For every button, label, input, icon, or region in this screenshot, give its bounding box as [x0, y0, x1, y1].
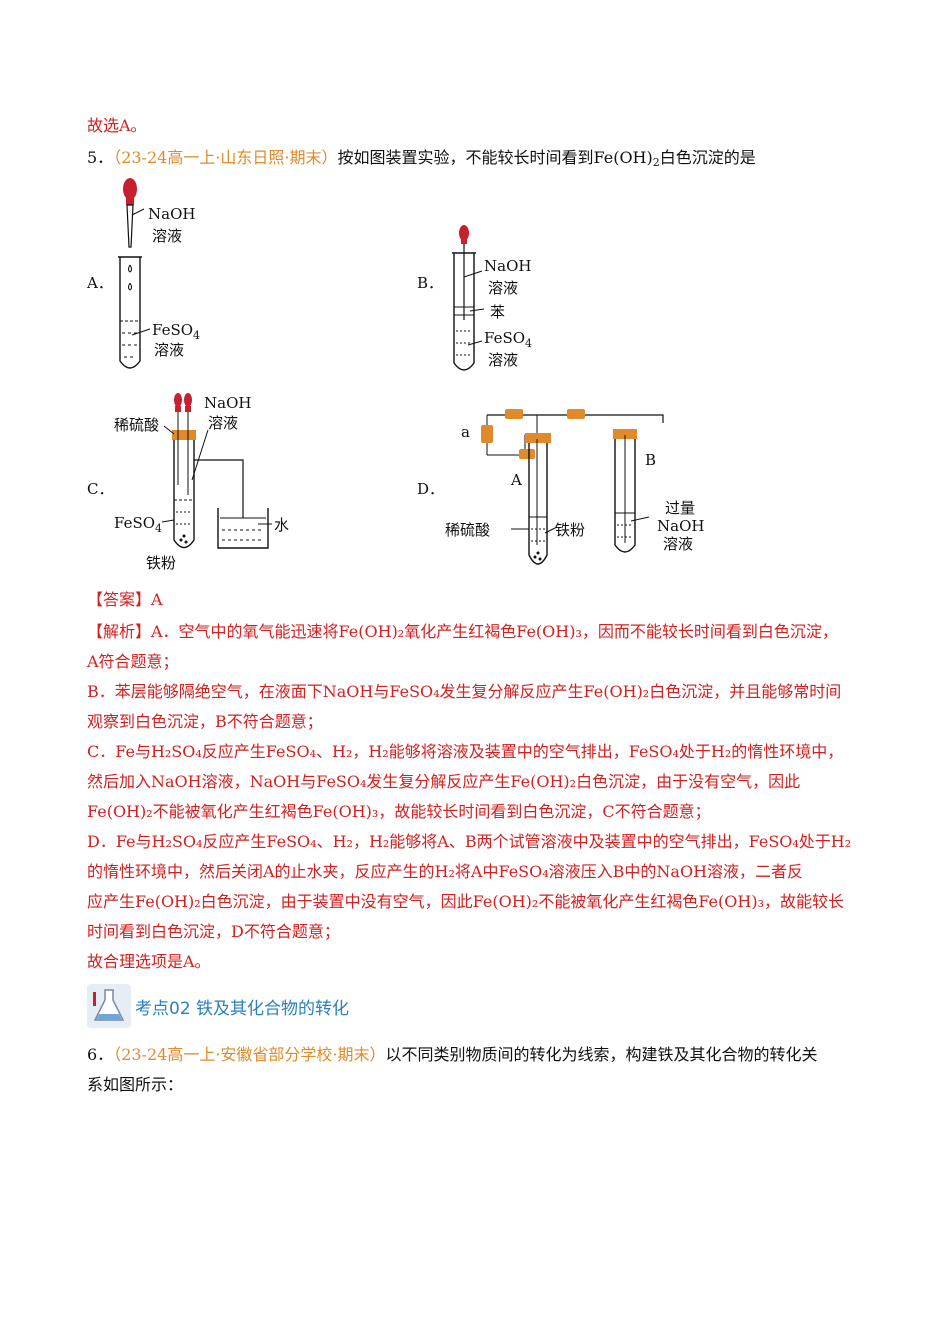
analysis-line: C．Fe与H₂SO₄反应产生FeSO₄、H₂，H₂能够将溶液及装置中的空气排出，… [87, 742, 844, 761]
analysis-line: 【解析】A．空气中的氧气能迅速将Fe(OH)₂氧化产生红褐色Fe(OH)₃，因而… [87, 622, 838, 641]
question-number: 5． [87, 148, 114, 167]
question-6-stem: 6．（23-24高一上·安徽省部分学校·期末）以不同类别物质间的转化为线索，构建… [87, 1045, 818, 1064]
analysis-line: D．Fe与H₂SO₄反应产生FeSO₄、H₂，H₂能够将A、B两个试管溶液中及装… [87, 832, 852, 851]
analysis-line: 应产生Fe(OH)₂白色沉淀，由于装置中没有空气，因此Fe(OH)₂不能被氧化产… [87, 892, 844, 911]
question-6-stem-cont: 系如图所示： [87, 1075, 184, 1094]
svg-text:苯: 苯 [490, 303, 505, 321]
svg-text:水: 水 [274, 516, 289, 534]
svg-text:铁粉: 铁粉 [146, 554, 176, 572]
svg-text:NaOH: NaOH [657, 517, 704, 535]
figure-c-apparatus: 稀硫酸 NaOH 溶液 FeSO4 水 铁粉 [114, 393, 289, 572]
option-c-label: C． [87, 480, 114, 498]
svg-text:稀硫酸: 稀硫酸 [445, 521, 490, 539]
svg-text:稀硫酸: 稀硫酸 [114, 416, 159, 434]
svg-text:过量: 过量 [665, 499, 695, 517]
analysis-line: 然后加入NaOH溶液，NaOH与FeSO₄发生复分解反应产生Fe(OH)₂白色沉… [87, 772, 801, 791]
analysis-line: 观察到白色沉淀，B不符合题意； [87, 712, 323, 731]
svg-text:溶液: 溶液 [488, 351, 518, 369]
analysis-line: 故合理选项是A。 [87, 952, 211, 971]
svg-text:FeSO4: FeSO4 [114, 514, 162, 535]
svg-text:NaOH: NaOH [484, 257, 531, 275]
analysis-line: 的惰性环境中，然后关闭A的止水夹，反应产生的H₂将A中FeSO₄溶液压入B中的N… [87, 862, 804, 881]
option-d-label: D． [417, 480, 445, 498]
analysis-line: 时间看到白色沉淀，D不符合题意； [87, 922, 340, 941]
question-5-stem: 5．（23-24高一上·山东日照·期末）按如图装置实验，不能较长时间看到Fe(O… [87, 148, 756, 169]
analysis-line: A符合题意； [87, 652, 179, 671]
figure-b-test-tube: NaOH 溶液 苯 FeSO4 溶液 [452, 225, 532, 371]
svg-text:溶液: 溶液 [208, 414, 238, 432]
svg-text:溶液: 溶液 [488, 279, 518, 297]
figure-a-test-tube: NaOH 溶液 FeSO4 溶液 [118, 178, 200, 369]
svg-text:FeSO4: FeSO4 [152, 321, 200, 342]
question-text: 按如图装置实验，不能较长时间看到Fe(OH) [337, 148, 653, 167]
svg-text:a: a [461, 423, 470, 441]
question-source: （23-24高一上·山东日照·期末） [113, 148, 338, 167]
svg-text:NaOH: NaOH [204, 394, 251, 412]
figure-d-apparatus: a A B 稀硫酸 铁粉 过量 NaOH 溶液 [445, 409, 704, 565]
option-a-label: A． [87, 274, 113, 292]
section-header: 考点02 铁及其化合物的转化 [87, 984, 349, 1028]
analysis-line: B．苯层能够隔绝空气，在液面下NaOH与FeSO₄发生复分解反应产生Fe(OH)… [87, 682, 842, 701]
svg-text:NaOH: NaOH [148, 205, 195, 223]
svg-text:B: B [645, 451, 656, 469]
analysis-line: Fe(OH)₂不能被氧化产生红褐色Fe(OH)₃，故能较长时间看到白色沉淀，C不… [87, 802, 711, 821]
svg-text:溶液: 溶液 [663, 535, 693, 553]
svg-text:A: A [510, 471, 522, 489]
flask-icon [87, 984, 131, 1028]
previous-conclusion: 故选A。 [87, 116, 147, 135]
svg-text:FeSO4: FeSO4 [484, 329, 532, 350]
section-title: 考点02 铁及其化合物的转化 [135, 998, 350, 1019]
answer: 【答案】A [87, 590, 163, 609]
option-b-label: B． [417, 274, 444, 292]
svg-text:溶液: 溶液 [154, 341, 184, 359]
svg-text:溶液: 溶液 [152, 227, 182, 245]
svg-text:铁粉: 铁粉 [555, 521, 585, 539]
